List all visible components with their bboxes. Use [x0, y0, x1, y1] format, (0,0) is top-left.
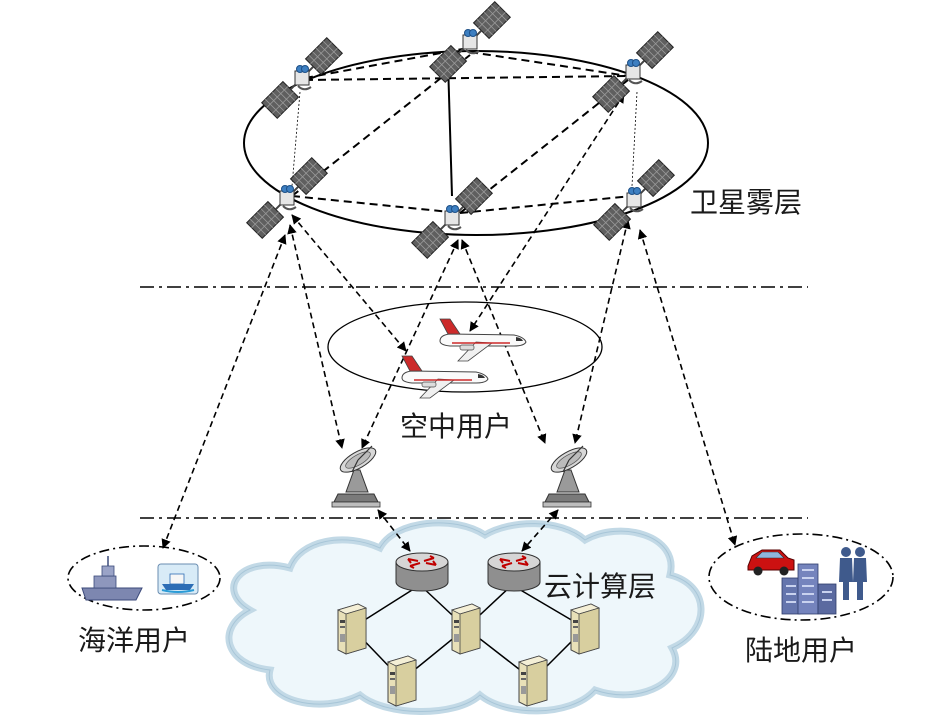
satellite-bottom-right [592, 158, 676, 242]
ship-icon [81, 555, 143, 601]
satellite-icon [245, 156, 329, 240]
router-left [395, 552, 449, 592]
server-icon [387, 655, 417, 707]
land-users-label: 陆地用户 [745, 634, 857, 667]
router-right [487, 552, 541, 592]
server-icon [451, 603, 481, 655]
satellite-top-left [260, 36, 344, 120]
ocean-users-label: 海洋用户 [78, 624, 190, 657]
ground-station-left [331, 442, 381, 508]
ground-station-dish-icon [542, 442, 592, 508]
satellite-top-center [428, 0, 512, 84]
land-car [747, 549, 795, 576]
satellite-icon [260, 36, 344, 120]
satellite-icon [592, 158, 676, 242]
satellite-icon [428, 0, 512, 84]
people-icon [853, 547, 867, 600]
cloud-computing-layer-label: 云计算层 [544, 570, 656, 603]
land-users-region [708, 533, 894, 621]
server-2 [451, 603, 481, 655]
land-people [839, 547, 867, 600]
server-5 [518, 655, 548, 707]
boat-icon [157, 563, 199, 595]
server-3 [570, 603, 600, 655]
ground-station-right [542, 442, 592, 508]
router-icon [395, 552, 449, 592]
router-icon [487, 552, 541, 592]
ocean-users-region [67, 545, 221, 611]
land-buildings [781, 563, 837, 615]
ocean-ship [81, 555, 143, 601]
server-1 [337, 603, 367, 655]
vertical-link [447, 61, 453, 197]
airplane-1 [439, 318, 527, 362]
satellite-bottom-left [245, 156, 329, 240]
people-icon [839, 547, 853, 600]
airplane-icon [439, 318, 527, 362]
server-4 [387, 655, 417, 707]
ocean-boat [157, 563, 199, 595]
satellite-fog-layer-label: 卫星雾层 [690, 186, 802, 219]
server-icon [570, 603, 600, 655]
cross-layer-links [161, 93, 738, 552]
building-icon [781, 563, 837, 615]
server-icon [337, 603, 367, 655]
car-icon [747, 549, 795, 576]
server-icon [518, 655, 548, 707]
inter-satellite-links [291, 47, 633, 214]
air-users-label: 空中用户 [400, 410, 512, 443]
ground-station-dish-icon [331, 442, 381, 508]
